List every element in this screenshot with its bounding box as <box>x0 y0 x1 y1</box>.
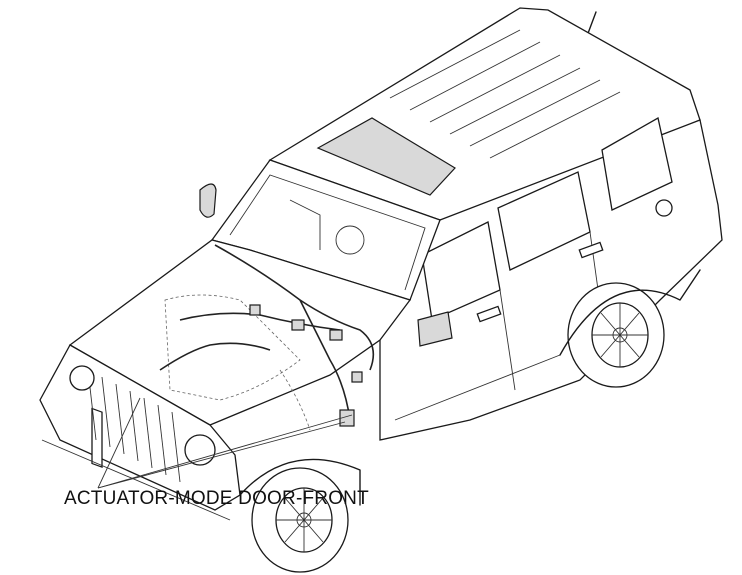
quarter-window <box>601 116 673 211</box>
sunroof <box>316 117 456 196</box>
wiring-harness <box>159 244 375 427</box>
left-mirror <box>199 183 217 218</box>
hood <box>68 239 412 431</box>
rear-wheel <box>559 269 701 388</box>
front-end <box>39 344 241 521</box>
right-mirror <box>417 311 453 347</box>
front-wheel <box>239 458 361 573</box>
rear-door-handle <box>578 241 604 259</box>
right-headlamp <box>184 434 216 466</box>
roof <box>268 7 701 221</box>
callout-leaders <box>97 397 353 489</box>
fuel-door <box>655 199 673 217</box>
callout-label: ACTUATOR-MODE DOOR-FRONT <box>64 488 369 509</box>
left-headlamp <box>69 365 95 391</box>
roof-rails <box>389 29 621 159</box>
front-door-handle <box>476 305 502 323</box>
